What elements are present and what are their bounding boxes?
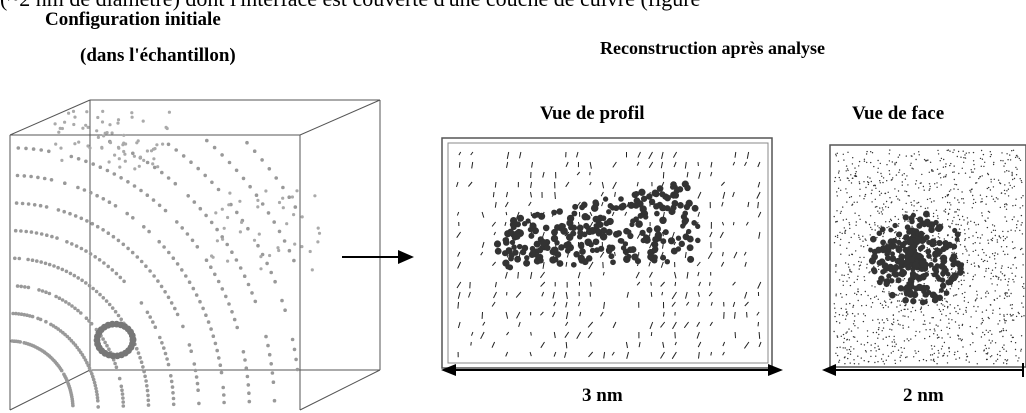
side-view-scale-label: 3 nm [582, 385, 623, 406]
cube-edge [299, 99, 381, 136]
front-view-scale-label: 2 nm [903, 385, 944, 406]
side-view-label: Vue de profil [540, 103, 645, 124]
front-view-scale-bar [822, 363, 1024, 377]
cube-edge [9, 99, 91, 136]
cube-atom-layers [10, 109, 322, 409]
front-view-label: Vue de face [852, 103, 945, 124]
top-text-fragment: (~2 nm de diamètre) dont l'interface est… [0, 0, 700, 12]
transition-arrow [342, 250, 414, 264]
side-view-panel [441, 137, 773, 369]
initial-config-subtitle: (dans l'échantillon) [80, 45, 236, 66]
side-view-scale-bar [441, 364, 783, 376]
sample-cube [9, 99, 381, 411]
initial-config-title: Configuration initiale [45, 9, 221, 30]
front-view-panel [829, 144, 1026, 368]
copper-ring [93, 320, 137, 360]
reconstruction-title: Reconstruction après analyse [600, 38, 825, 58]
cube-edge [9, 369, 91, 411]
cube-edge [299, 369, 381, 411]
